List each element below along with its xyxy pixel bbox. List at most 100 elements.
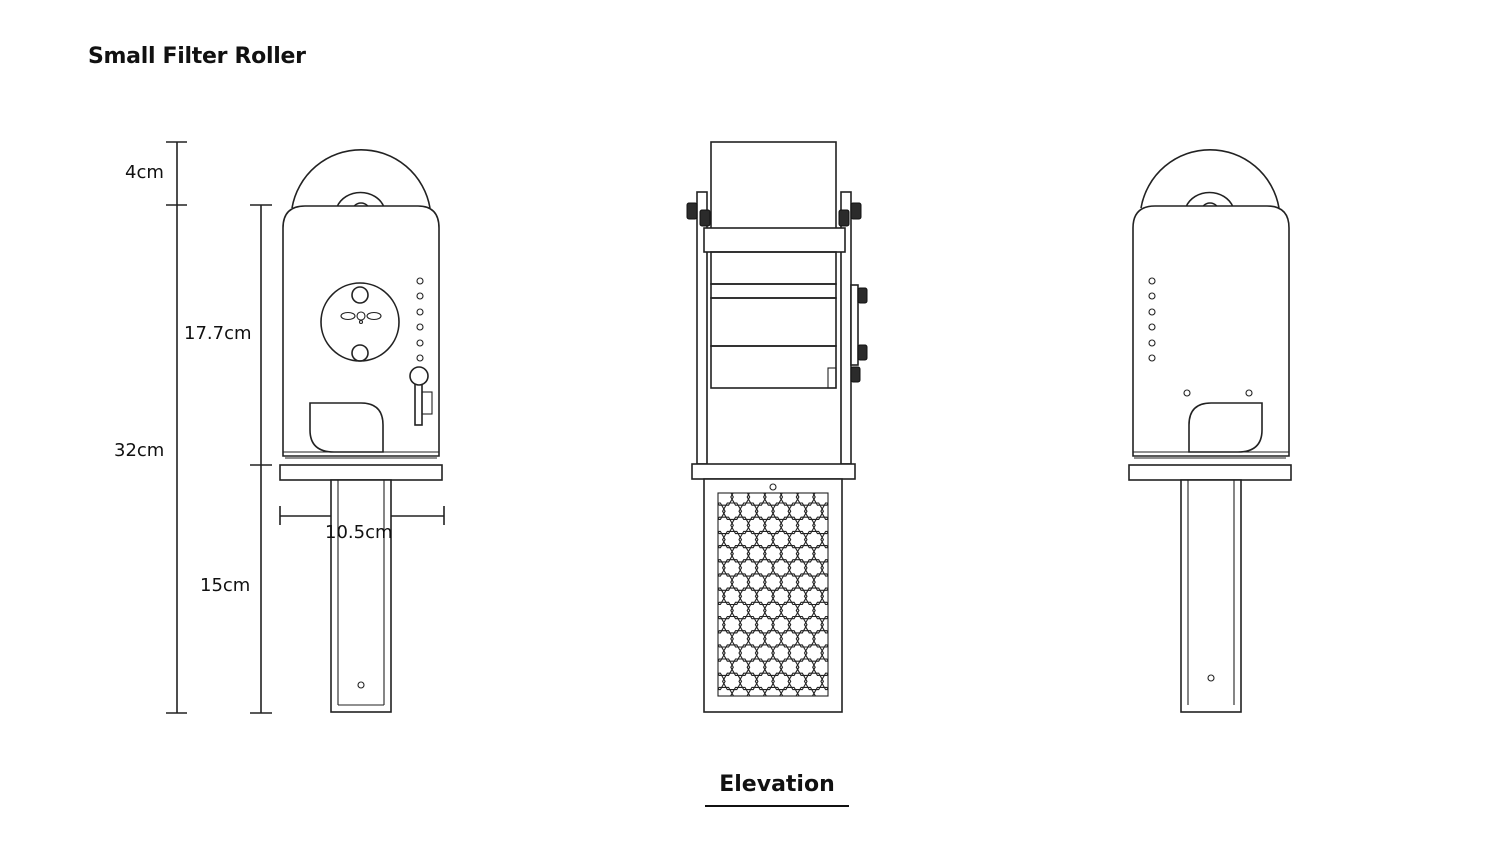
honeycomb-cell — [754, 530, 775, 549]
honeycomb-border — [717, 492, 829, 697]
honeycomb-cell — [721, 587, 743, 606]
honeycomb-cell — [738, 587, 759, 606]
honeycomb-cell — [771, 615, 792, 634]
honeycomb-cell — [820, 587, 828, 606]
honeycomb-cell — [803, 672, 825, 691]
honeycomb-cell — [746, 658, 767, 676]
honeycomb-cell — [738, 530, 759, 549]
honeycomb-cell — [721, 644, 743, 662]
honeycomb-cell — [771, 530, 792, 549]
honeycomb-cell — [787, 502, 808, 520]
honeycomb-cell — [795, 573, 816, 591]
honeycomb-cell — [787, 530, 808, 549]
honeycomb-cell — [779, 630, 800, 648]
honeycomb-cell — [718, 644, 726, 662]
honeycomb-cell — [746, 493, 767, 506]
honeycomb-cell — [762, 601, 784, 620]
honeycomb-cell — [730, 573, 751, 591]
honeycomb-cell — [718, 493, 734, 506]
honeycomb-cell — [762, 545, 784, 563]
honeycomb-cell — [779, 493, 800, 506]
honeycomb-cell — [812, 516, 828, 535]
honeycomb-cell — [762, 493, 784, 506]
honeycomb-cell — [718, 502, 726, 520]
honeycomb-cell — [746, 545, 767, 563]
honeycomb-cell — [812, 545, 828, 563]
honeycomb-cell — [718, 601, 734, 620]
honeycomb-cell — [803, 644, 825, 662]
honeycomb-cell — [730, 630, 751, 648]
honeycomb-cell — [787, 672, 808, 691]
dimension-handle-height: 15cm — [200, 575, 251, 596]
honeycomb-cell — [730, 545, 751, 563]
honeycomb-cell — [718, 686, 734, 696]
adjustment-holes — [1148, 277, 1156, 362]
honeycomb-cell — [718, 587, 726, 606]
adjustment-holes — [416, 277, 424, 362]
honeycomb-cell — [762, 630, 784, 648]
honeycomb-cell — [754, 502, 775, 520]
honeycomb-cell — [721, 615, 743, 634]
honeycomb-cell — [762, 658, 784, 676]
honeycomb-cell — [754, 559, 775, 577]
honeycomb-cell — [721, 672, 743, 691]
front-view — [279, 149, 443, 713]
honeycomb-cell — [803, 530, 825, 549]
honeycomb-cell — [746, 516, 767, 535]
honeycomb-cell — [787, 587, 808, 606]
honeycomb-cell — [779, 516, 800, 535]
honeycomb-cell — [721, 530, 743, 549]
honeycomb-cell — [718, 630, 734, 648]
honeycomb-cell — [812, 658, 828, 676]
honeycomb-cell — [820, 530, 828, 549]
honeycomb-cell — [754, 672, 775, 691]
honeycomb-cell — [738, 559, 759, 577]
honeycomb-cell — [738, 672, 759, 691]
dimension-body-height: 17.7cm — [184, 323, 252, 344]
honeycomb-cell — [812, 573, 828, 591]
honeycomb-cell — [812, 493, 828, 506]
honeycomb-cell — [787, 615, 808, 634]
caption-underline — [705, 805, 849, 807]
honeycomb-cell — [795, 658, 816, 676]
honeycomb-cell — [779, 545, 800, 563]
honeycomb-cell — [730, 516, 751, 535]
dimension-width: 10.5cm — [325, 522, 393, 543]
honeycomb-cell — [771, 502, 792, 520]
honeycomb-cell — [730, 493, 751, 506]
dimension-lines — [166, 141, 445, 714]
honeycomb-cell — [738, 644, 759, 662]
honeycomb-cell — [746, 601, 767, 620]
honeycomb-cell — [795, 516, 816, 535]
honeycomb-cell — [812, 630, 828, 648]
honeycomb-cell — [771, 672, 792, 691]
honeycomb-cell — [718, 573, 734, 591]
honeycomb-cell — [803, 559, 825, 577]
honeycomb-cell — [795, 601, 816, 620]
honeycomb-cell — [771, 644, 792, 662]
honeycomb-cell — [803, 587, 825, 606]
honeycomb-cell — [787, 559, 808, 577]
honeycomb-cell — [730, 601, 751, 620]
page-title: Small Filter Roller — [88, 44, 306, 69]
honeycomb-cell — [779, 573, 800, 591]
honeycomb-cell — [762, 573, 784, 591]
honeycomb-cell — [730, 658, 751, 676]
side-view — [686, 141, 868, 713]
honeycomb-grip — [717, 492, 829, 697]
honeycomb-cell — [771, 559, 792, 577]
honeycomb-cell — [738, 615, 759, 634]
view-caption: Elevation — [719, 772, 835, 797]
honeycomb-cell — [771, 587, 792, 606]
honeycomb-cell — [754, 587, 775, 606]
honeycomb-cell — [718, 559, 726, 577]
honeycomb-cell — [754, 644, 775, 662]
dimension-top-height: 4cm — [125, 162, 164, 183]
honeycomb-cell — [779, 658, 800, 676]
honeycomb-cell — [754, 615, 775, 634]
honeycomb-cell — [820, 672, 828, 691]
honeycomb-cell — [812, 601, 828, 620]
back-view — [1128, 149, 1292, 713]
dimension-total-height: 32cm — [114, 440, 165, 461]
honeycomb-cell — [718, 672, 726, 691]
